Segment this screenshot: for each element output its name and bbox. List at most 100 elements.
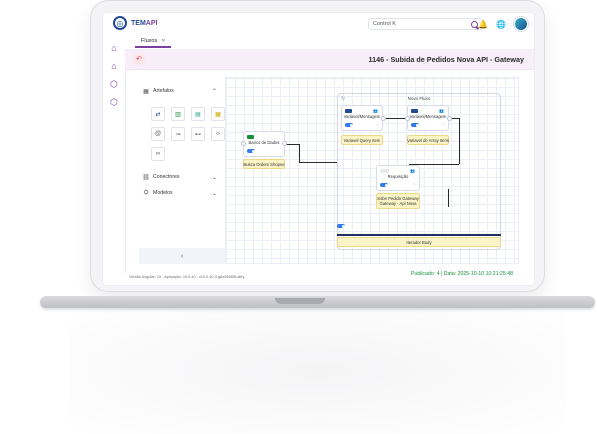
search-icon bbox=[471, 20, 478, 28]
status-icon: ◌ bbox=[442, 122, 445, 128]
page-title: 1146 - Subida de Pedidos Nova API - Gate… bbox=[368, 55, 524, 64]
model-icon: ⛭ bbox=[143, 189, 149, 196]
artifact-code-icon[interactable]: ‹› bbox=[211, 127, 225, 141]
group-bottom-bar bbox=[337, 234, 501, 236]
group-label: Novo Fluxo bbox=[407, 96, 431, 101]
dashboard-icon[interactable]: ⌂ bbox=[111, 61, 117, 71]
group-toggle[interactable] bbox=[337, 224, 345, 228]
search-input[interactable]: Control K bbox=[368, 18, 483, 30]
back-button[interactable]: ↶ bbox=[133, 53, 145, 65]
request-icon bbox=[380, 169, 389, 173]
artifact-output-icon[interactable]: ⊷ bbox=[191, 127, 205, 141]
models-header[interactable]: ⛭ Modelos ⌄ bbox=[139, 187, 225, 199]
status-icon: ◌ bbox=[413, 182, 416, 188]
artifact-sheet-icon[interactable]: ▤ bbox=[191, 107, 205, 121]
refresh-icon[interactable]: ↻ bbox=[341, 96, 346, 102]
status-icon: ◌ bbox=[376, 122, 379, 128]
grid-icon: ▦ bbox=[143, 88, 149, 95]
logo-text-prefix: TEM bbox=[131, 19, 146, 27]
home-icon[interactable]: ⌂ bbox=[111, 43, 117, 53]
users-icon: 👥 bbox=[410, 168, 415, 173]
search-placeholder: Control K bbox=[373, 21, 396, 27]
artifact-loop-icon[interactable]: ∞ bbox=[151, 147, 165, 161]
node-title: Variável/Mensagem bbox=[343, 114, 381, 119]
node-note: Variavel Query Item bbox=[341, 135, 383, 145]
connector-line bbox=[299, 162, 337, 163]
top-actions: 🔔 🌐 bbox=[478, 17, 528, 31]
artifact-table-icon[interactable]: ▥ bbox=[171, 107, 185, 121]
connector-line bbox=[383, 118, 407, 119]
collapse-panel-button[interactable]: ‹ bbox=[139, 248, 225, 264]
connector-line bbox=[459, 118, 460, 164]
node-toggle[interactable] bbox=[380, 183, 388, 187]
artifact-at-icon[interactable]: @ bbox=[151, 127, 165, 141]
tabs-bar: Fluxos ✕ bbox=[125, 35, 534, 50]
version-info: Versão Angular: 19 - Aplicação: 19.0.40 … bbox=[129, 275, 245, 279]
node-variable[interactable]: 👥 Variável/Mensagem ◌ bbox=[407, 105, 449, 131]
node-note: Variavel de Array Itens bbox=[407, 135, 449, 145]
port-right[interactable] bbox=[282, 141, 287, 146]
models-title: Modelos bbox=[153, 190, 173, 196]
node-title: Banco de Dados bbox=[248, 140, 280, 145]
port-left[interactable] bbox=[405, 116, 410, 121]
artifact-http-icon[interactable]: ⇄ bbox=[151, 107, 165, 121]
connector-line bbox=[409, 164, 459, 165]
connector-icon: ⛓ bbox=[142, 174, 150, 181]
node-toggle[interactable] bbox=[247, 149, 255, 153]
node-request[interactable]: 👥 Requisição ◌ bbox=[376, 165, 420, 191]
close-icon[interactable]: ✕ bbox=[161, 38, 166, 44]
chevron-down-icon: ⌄ bbox=[211, 190, 217, 197]
note-line: Gateway - Api Nova bbox=[379, 201, 417, 206]
node-title: Variável/Mensagem bbox=[409, 114, 447, 119]
publish-status: Publicado: 4 | Data: 2025-10-10 10:21:25… bbox=[411, 271, 514, 277]
logo-mark-icon: ◎ bbox=[113, 16, 127, 30]
connectors-header[interactable]: ⛓ Conectores ⌄ bbox=[139, 171, 225, 183]
group-note: Iterador Body bbox=[337, 237, 501, 247]
artifacts-panel: ▦ Artefatos ⌃ ⇄ ▥ ▤ ▦ @ ⊸ ⊷ ‹› ∞ ⛓ Conec… bbox=[139, 77, 226, 264]
connector-line bbox=[448, 189, 449, 207]
tab-label: Fluxos bbox=[141, 38, 158, 44]
node-variable[interactable]: 👥 Variável/Mensagem ◌ bbox=[341, 105, 383, 131]
port-left[interactable] bbox=[241, 141, 246, 146]
variable-icon bbox=[345, 109, 352, 113]
users-icon: 👥 bbox=[439, 108, 444, 113]
node-db[interactable]: Banco de Dados bbox=[243, 131, 285, 157]
language-icon[interactable]: 🌐 bbox=[496, 19, 506, 29]
db-icon bbox=[247, 135, 254, 139]
node-title: Requisição bbox=[387, 174, 409, 179]
laptop-notch bbox=[275, 298, 325, 304]
connector-line bbox=[285, 144, 299, 145]
notifications-icon[interactable]: 🔔 bbox=[478, 19, 488, 29]
app-screen: ◎ TEMAPI Control K 🔔 🌐 ⌂ ⌂ ⬡ ⬡ bbox=[102, 12, 535, 286]
artifact-input-icon[interactable]: ⊸ bbox=[171, 127, 185, 141]
users-icon: 👥 bbox=[373, 108, 378, 113]
laptop-shadow bbox=[70, 308, 565, 434]
node-note: Sobe Pedido Gateway Gateway - Api Nova bbox=[376, 193, 420, 209]
note-line: Sobe Pedido Gateway bbox=[377, 196, 419, 201]
app-logo: ◎ TEMAPI bbox=[113, 16, 157, 30]
port-right[interactable] bbox=[381, 116, 386, 121]
chevron-up-icon: ⌃ bbox=[211, 88, 217, 95]
left-nav: ⌂ ⌂ ⬡ ⬡ bbox=[103, 35, 126, 273]
flow-group[interactable]: ↻ Novo Fluxo bbox=[337, 93, 501, 250]
connector-line bbox=[299, 144, 300, 162]
port-right[interactable] bbox=[447, 116, 452, 121]
avatar[interactable] bbox=[514, 17, 528, 31]
laptop-frame: ◎ TEMAPI Control K 🔔 🌐 ⌂ ⌂ ⬡ ⬡ bbox=[90, 0, 545, 292]
logo-text-api: API bbox=[145, 19, 158, 27]
artifact-db-icon[interactable]: ▦ bbox=[211, 107, 225, 121]
node-toggle[interactable] bbox=[345, 123, 353, 127]
connector-line bbox=[449, 118, 459, 119]
settings-icon[interactable]: ⬡ bbox=[110, 96, 118, 107]
chevron-left-icon: ‹ bbox=[180, 252, 184, 260]
artifacts-header[interactable]: ▦ Artefatos ⌃ bbox=[139, 85, 225, 97]
connectors-title: Conectores bbox=[153, 174, 180, 180]
artifacts-title: Artefatos bbox=[153, 88, 174, 94]
page-header: ↶ 1146 - Subida de Pedidos Nova API - Ga… bbox=[125, 49, 534, 70]
modules-icon[interactable]: ⬡ bbox=[110, 78, 118, 89]
logo-text: TEMAPI bbox=[131, 20, 157, 27]
variable-icon bbox=[411, 109, 418, 113]
tab-fluxos[interactable]: Fluxos ✕ bbox=[135, 36, 172, 48]
node-note: Busca Ordem Shopee bbox=[243, 159, 285, 169]
node-toggle[interactable] bbox=[411, 123, 419, 127]
